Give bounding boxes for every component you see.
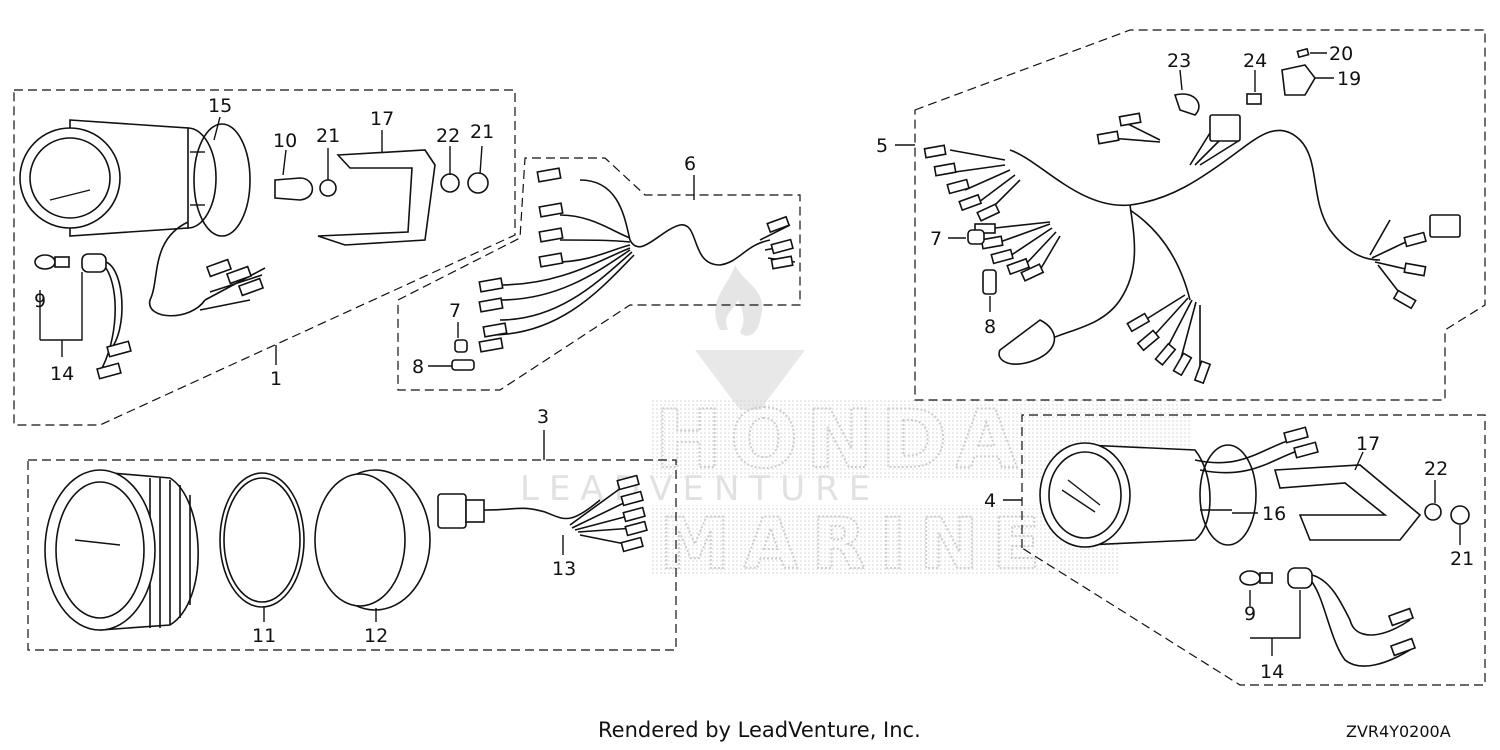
gauge-icon [19, 119, 217, 237]
callout-8: 8 [412, 356, 424, 378]
callout-21c: 21 [1450, 548, 1474, 570]
callout-19: 19 [1337, 68, 1361, 90]
footer-credit: Rendered by LeadVenture, Inc. [598, 718, 921, 742]
connector-cable-icon [437, 474, 648, 553]
callout-10: 10 [273, 130, 297, 152]
callout-21a: 21 [316, 125, 340, 147]
gauge-ring-icon [193, 123, 251, 237]
callout-21b: 21 [470, 121, 494, 143]
o-ring-icon [219, 472, 305, 608]
callout-8b: 8 [984, 316, 996, 338]
bracket-icon-2 [1273, 464, 1422, 541]
callout-5: 5 [876, 135, 888, 157]
callout-1: 1 [270, 368, 282, 390]
callout-23: 23 [1167, 50, 1191, 72]
bulb-icon [34, 254, 56, 270]
callout-14: 14 [50, 363, 74, 385]
label-icon [1296, 47, 1310, 59]
watermark: HONDA LEADVENTURE MARINE [520, 265, 1190, 586]
callout-7: 7 [449, 300, 461, 322]
callout-22: 22 [436, 125, 460, 147]
clamp-icon [274, 177, 314, 201]
callout-4: 4 [984, 490, 996, 512]
bracket-icon [317, 149, 436, 246]
gauge-ring-icon-2 [1199, 444, 1257, 546]
callout-11: 11 [252, 625, 276, 647]
callout-14b: 14 [1260, 661, 1284, 683]
callout-6: 6 [684, 153, 696, 175]
diagram-code: ZVR4Y0200A [1346, 722, 1451, 741]
callout-7b: 7 [930, 228, 942, 250]
cap-icon-2 [967, 229, 985, 245]
callout-9b: 9 [1244, 603, 1256, 625]
socket-icon [81, 253, 107, 273]
nut-icon [319, 179, 337, 197]
bezel-icon [314, 469, 431, 611]
gauge-icon-2 [1039, 442, 1211, 548]
washer-icon-2 [1424, 503, 1442, 521]
sleeve-icon-2 [982, 269, 997, 295]
meter-icon [44, 469, 199, 631]
callout-12: 12 [364, 625, 388, 647]
callout-24: 24 [1243, 50, 1267, 72]
group-6: 6 7 8 [397, 153, 801, 391]
group-3: 3 11 12 13 [27, 406, 677, 651]
callout-22b: 22 [1424, 458, 1448, 480]
nut-icon-2 [467, 172, 489, 194]
watermark-tagline: LEADVENTURE [520, 469, 880, 509]
washer-icon [440, 173, 460, 193]
group-1: 1 15 10 21 17 22 21 9 14 [13, 89, 516, 426]
watermark-brand: HONDA [655, 393, 1025, 486]
fuse-icon [1246, 93, 1262, 105]
cap-icon [454, 339, 468, 353]
callout-16: 16 [1262, 503, 1286, 525]
socket-icon-2 [1287, 567, 1313, 589]
callout-17: 17 [370, 108, 394, 130]
main-harness-icon [1009, 129, 1381, 261]
group-4: 4 17 22 16 21 9 14 [984, 414, 1486, 686]
sleeve-icon [451, 359, 475, 371]
callout-20: 20 [1329, 43, 1353, 65]
callout-13: 13 [552, 558, 576, 580]
bulb-icon-2 [1239, 570, 1261, 586]
watermark-flame-icon [695, 265, 805, 410]
clip-icon [1173, 93, 1200, 116]
callout-9: 9 [34, 290, 46, 312]
callout-17b: 17 [1356, 433, 1380, 455]
callout-15: 15 [208, 95, 232, 117]
gauge-wire-icon [149, 221, 206, 317]
callout-3: 3 [537, 406, 549, 428]
watermark-division: MARINE [660, 503, 1054, 585]
nut-icon-3 [1450, 505, 1470, 525]
group-5: 5 23 24 20 19 7 8 [876, 29, 1486, 401]
fuse-holder-icon [1281, 64, 1316, 96]
harness-icon [579, 179, 771, 266]
